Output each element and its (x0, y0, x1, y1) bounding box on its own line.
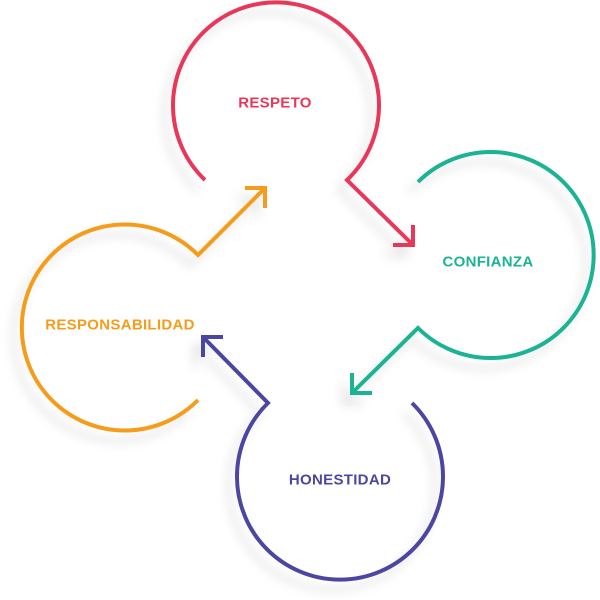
confianza-cycle-arrow (350, 150, 596, 395)
node-label-respeto: RESPETO (238, 94, 312, 112)
node-label-confianza: CONFIANZA (442, 253, 534, 271)
node-label-responsabilidad: RESPONSABILIDAD (45, 316, 195, 334)
node-label-honestidad: HONESTIDAD (288, 471, 392, 489)
responsabilidad-cycle-arrow (19, 186, 267, 433)
honestidad-cycle-arrow (201, 335, 445, 582)
respeto-cycle-arrow (171, 0, 415, 247)
